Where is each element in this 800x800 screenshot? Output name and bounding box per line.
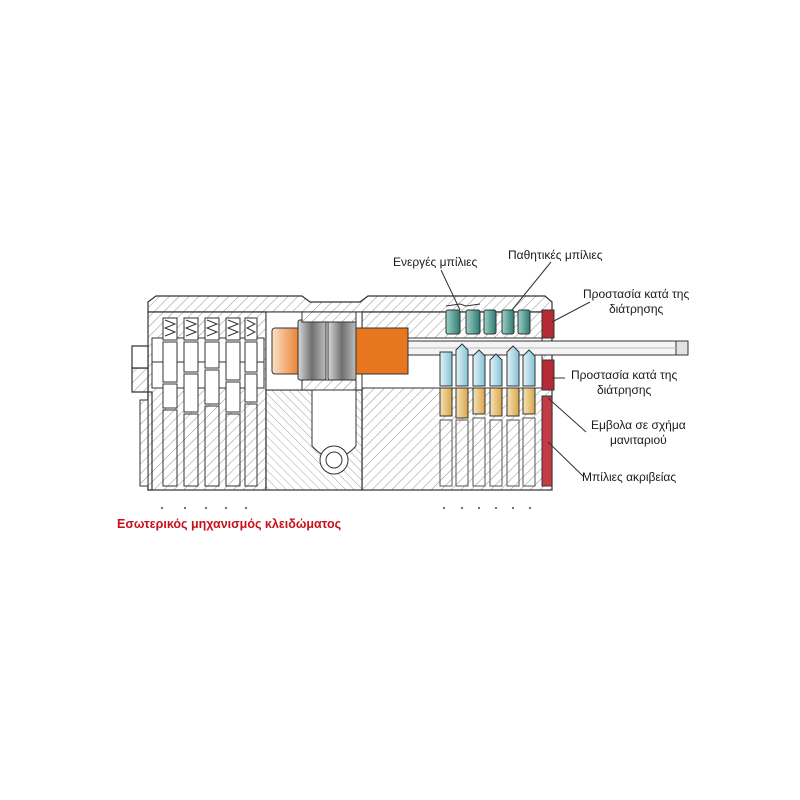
mushroom-pins-line1: Εμβολα σε σχήμα bbox=[591, 418, 686, 432]
mushroom-pins-label: Εμβολα σε σχήμα μανιταριού bbox=[591, 418, 686, 448]
bottom-ticks bbox=[161, 507, 531, 509]
active-pins-label: Ενεργές μπίλιες bbox=[393, 255, 478, 269]
passive-pins-label: Παθητικές μπίλιες bbox=[508, 248, 603, 262]
precision-pins-label: Μπίλιες ακριβείας bbox=[582, 470, 677, 484]
pin-springs bbox=[439, 417, 536, 487]
key-blade bbox=[404, 340, 689, 356]
drill-protection-top-line1: Προστασία κατά της bbox=[583, 287, 690, 301]
drill-protection-label-top: Προστασία κατά της διάτρησης bbox=[583, 287, 689, 317]
active-pins bbox=[445, 303, 531, 335]
drill-protection-top-line2: διάτρησης bbox=[608, 302, 664, 316]
left-pin-stacks bbox=[139, 317, 258, 487]
drill-protection-label-bottom: Προστασία κατά της διάτρησης bbox=[571, 368, 677, 398]
lock-cam bbox=[265, 311, 409, 475]
drill-protection-bottom-line2: διάτρησης bbox=[596, 383, 652, 397]
diagram-caption: Εσωτερικός μηχανισμός κλειδώματος bbox=[117, 517, 342, 531]
leader-lines bbox=[440, 261, 591, 478]
drill-protection-bottom-line1: Προστασία κατά της bbox=[571, 368, 678, 382]
mushroom-pins bbox=[439, 343, 536, 419]
mushroom-pins-line2: μανιταριού bbox=[609, 433, 667, 447]
drill-protection-plates bbox=[541, 309, 555, 487]
